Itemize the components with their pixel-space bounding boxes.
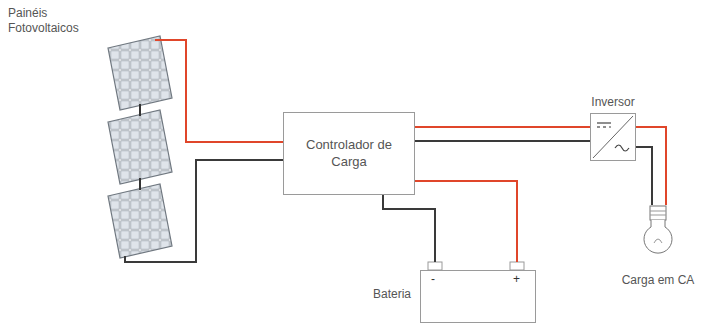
lamp-symbol <box>640 205 676 263</box>
negative-wire <box>125 160 283 262</box>
solar-panel <box>108 36 172 258</box>
positive-wire <box>636 127 666 205</box>
node-label: Inversor <box>591 95 634 110</box>
node-label: Controlador de Carga <box>284 133 414 174</box>
negative-wire <box>636 147 652 205</box>
terminal-sign: + <box>513 272 520 286</box>
positive-wire <box>415 181 517 262</box>
negative-wire <box>415 140 590 142</box>
terminal-sign: - <box>431 272 435 286</box>
wire-pair <box>636 127 666 205</box>
inverter-symbol <box>591 114 635 160</box>
node-label: Bateria <box>373 287 411 302</box>
inverter-box: Inversor <box>590 113 636 161</box>
lamp-load: Carga em CA <box>640 205 676 263</box>
negative-wire <box>383 195 435 262</box>
positive-wire <box>155 40 283 142</box>
charge-controller: Controlador de Carga <box>283 112 415 195</box>
node-label: Carga em CA <box>622 273 695 288</box>
wire-pair <box>415 127 590 141</box>
solar-panel-array: Painéis Fotovoltaicos <box>100 30 180 262</box>
wire-pair <box>125 40 283 262</box>
positive-wire <box>415 126 590 128</box>
node-label: Painéis Fotovoltaicos <box>8 6 92 36</box>
battery-terminal <box>428 262 524 270</box>
